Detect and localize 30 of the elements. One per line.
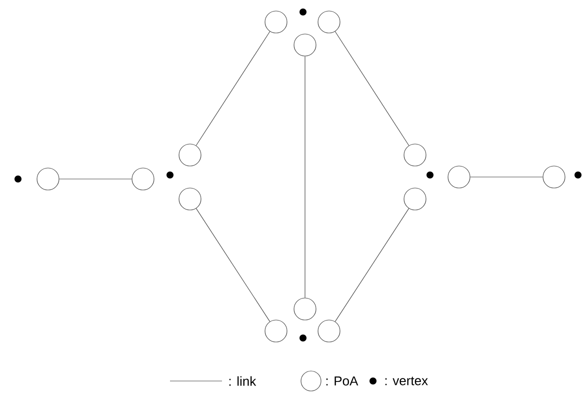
vertex-dot (426, 172, 434, 178)
link-line (334, 31, 410, 146)
poa-circle (178, 144, 202, 166)
poa-circle (264, 10, 288, 34)
vertex-dot (300, 334, 306, 342)
poa-circle (318, 10, 340, 34)
poa-circle (178, 188, 202, 210)
poa-circle (294, 298, 316, 320)
link-line (470, 176, 543, 178)
link-line (334, 208, 410, 322)
poa-circle (404, 188, 426, 210)
poa-circle (404, 144, 426, 166)
link-line (196, 31, 270, 146)
poa-circle (132, 168, 154, 190)
link-line (59, 178, 132, 180)
legend-label: : vertex (385, 376, 428, 386)
link-line (196, 208, 270, 322)
link-line (304, 56, 306, 298)
poa-circle (36, 168, 60, 190)
legend-label: : PoA (326, 376, 358, 386)
vertex-dot (300, 8, 306, 16)
poa-circle (264, 320, 288, 342)
poa-circle (318, 320, 340, 342)
vertex-dot (14, 176, 22, 182)
poa-circle (294, 34, 316, 56)
poa-circle (448, 166, 470, 188)
vertex-dot (166, 172, 174, 178)
vertex-dot (574, 172, 582, 178)
poa-circle (542, 166, 566, 188)
legend-label: : link (229, 376, 256, 386)
